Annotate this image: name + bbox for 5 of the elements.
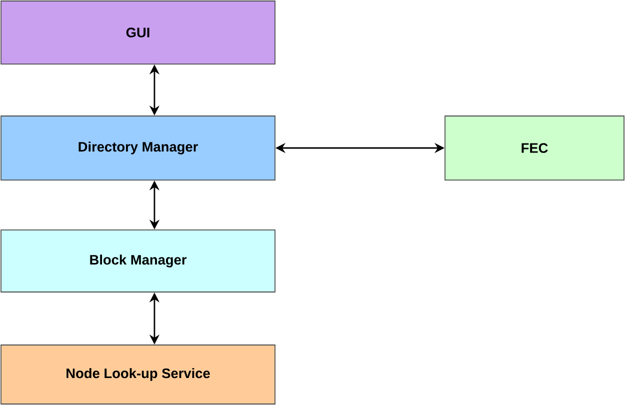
- process-box: GUI: [0, 0, 276, 64]
- process-box: Node Look-up Service: [0, 344, 276, 404]
- process-box: Directory Manager: [0, 116, 276, 180]
- process-box: FEC: [444, 116, 624, 180]
- process-box: Block Manager: [0, 230, 276, 292]
